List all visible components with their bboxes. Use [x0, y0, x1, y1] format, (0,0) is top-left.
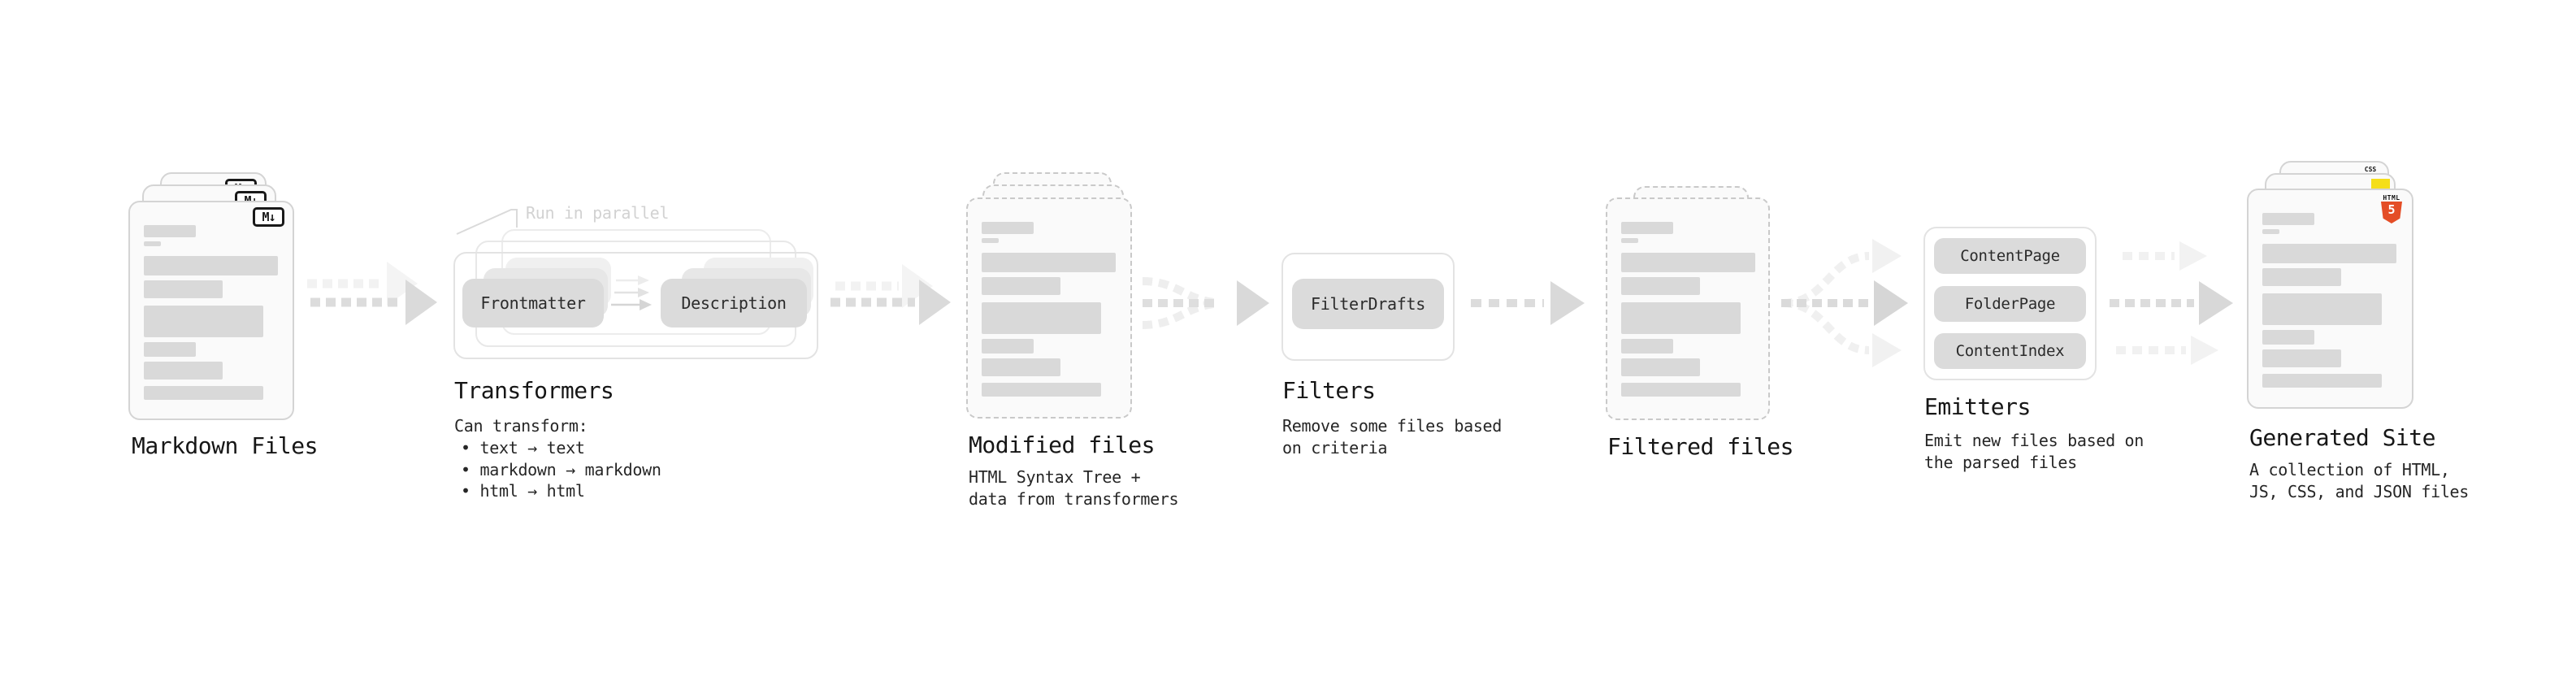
- frontmatter-pill: Frontmatter: [462, 279, 604, 327]
- skeleton-text-bar: [2262, 268, 2341, 286]
- skeleton-text-bar: [2262, 213, 2314, 225]
- transformers-bullet-2: • markdown → markdown: [461, 460, 661, 479]
- skeleton-text-bar: [144, 386, 263, 400]
- skeleton-text-bar: [144, 362, 223, 380]
- skeleton-text-bar: [144, 241, 161, 246]
- skeleton-text-bar: [2262, 349, 2341, 367]
- skeleton-text-bar: [144, 306, 263, 337]
- modified-files-body-2: data from transformers: [969, 489, 1179, 509]
- skeleton-text-bar: [2262, 229, 2279, 234]
- skeleton-text-bar: [2262, 293, 2382, 325]
- filtered-files-label: Filtered files: [1607, 433, 1794, 460]
- skeleton-text-bar: [1621, 358, 1700, 376]
- skeleton-text-bar: [1621, 302, 1741, 334]
- skeleton-text-bar: [982, 238, 999, 243]
- arrow-markdown-to-transformers: [307, 262, 437, 325]
- skeleton-text-bar: [982, 302, 1101, 334]
- emitters-body-2: the parsed files: [1924, 453, 2077, 472]
- skeleton-text-bar: [1621, 383, 1741, 397]
- skeleton-text-bar: [982, 277, 1060, 295]
- folderpage-pill: FolderPage: [1934, 286, 2086, 322]
- html5-icon: HTML 5: [2381, 194, 2402, 223]
- generated-file-card-front: HTML 5: [2247, 189, 2413, 409]
- markdown-icon: M↓: [253, 207, 284, 227]
- transformers-body-title: Can transform:: [454, 416, 588, 436]
- run-in-parallel-annotation: Run in parallel: [526, 203, 670, 223]
- arrow-emitters-to-generated: [2110, 241, 2233, 365]
- skeleton-text-bar: [982, 253, 1116, 272]
- skeleton-text-bar: [2262, 244, 2396, 263]
- skeleton-text-bar: [144, 256, 278, 275]
- skeleton-text-bar: [982, 383, 1101, 397]
- filters-label: Filters: [1282, 377, 1376, 404]
- arrow-filters-to-filtered: [1471, 281, 1585, 325]
- generated-site-body-1: A collection of HTML,: [2249, 460, 2450, 479]
- skeleton-text-bar: [982, 339, 1034, 354]
- emitters-body-1: Emit new files based on: [1924, 431, 2144, 450]
- skeleton-text-bar: [982, 222, 1034, 234]
- modified-files-body-1: HTML Syntax Tree +: [969, 467, 1141, 487]
- filters-body-1: Remove some files based: [1282, 416, 1503, 436]
- js-icon: [2371, 179, 2390, 189]
- generated-site-label: Generated Site: [2249, 424, 2436, 451]
- skeleton-text-bar: [2262, 330, 2314, 345]
- skeleton-text-bar: [1621, 339, 1673, 354]
- skeleton-text-bar: [144, 280, 223, 298]
- modified-file-card-front: [966, 197, 1132, 419]
- markdown-files-label: Markdown Files: [132, 432, 319, 459]
- filters-body-2: on criteria: [1282, 438, 1388, 458]
- skeleton-text-bar: [144, 225, 196, 237]
- transformers-box: [453, 252, 818, 359]
- filterdrafts-pill: FilterDrafts: [1292, 279, 1444, 329]
- skeleton-text-bar: [2262, 374, 2382, 388]
- transformers-bullet-3: • html → html: [461, 481, 585, 501]
- emitters-label: Emitters: [1924, 393, 2031, 420]
- skeleton-text-bar: [1621, 238, 1638, 243]
- description-pill: Description: [661, 279, 807, 327]
- modified-files-label: Modified files: [969, 432, 1156, 458]
- skeleton-text-bar: [1621, 222, 1673, 234]
- skeleton-text-bar: [1621, 253, 1755, 272]
- arrow-transformers-to-modified: [830, 264, 951, 325]
- markdown-file-card-front: M↓: [128, 201, 294, 420]
- transformers-bullet-1: • text → text: [461, 438, 585, 458]
- skeleton-text-bar: [1621, 277, 1700, 295]
- skeleton-text-bar: [982, 358, 1060, 376]
- transformers-label: Transformers: [454, 377, 614, 404]
- arrow-filtered-to-emitters: [1781, 239, 1908, 367]
- generated-site-body-2: JS, CSS, and JSON files: [2249, 482, 2470, 501]
- contentpage-pill: ContentPage: [1934, 238, 2086, 274]
- skeleton-text-bar: [144, 342, 196, 357]
- filtered-file-card-front: [1606, 197, 1770, 420]
- arrow-modified-to-filters: [1142, 277, 1269, 329]
- contentindex-pill: ContentIndex: [1934, 333, 2086, 369]
